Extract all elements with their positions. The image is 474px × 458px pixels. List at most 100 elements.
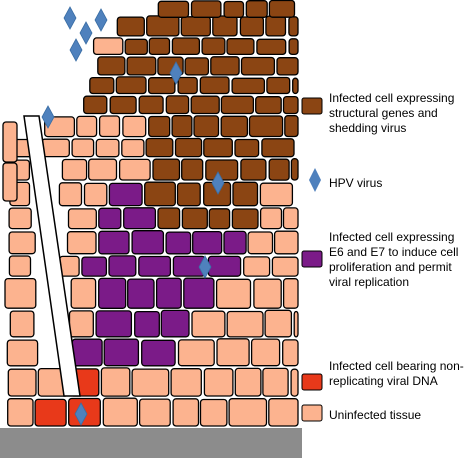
structural-cell: [148, 37, 171, 56]
uninfected-cell: [191, 310, 226, 338]
structural-cell: [97, 56, 126, 76]
structural-cell: [174, 137, 203, 158]
structural-cell: [116, 16, 145, 37]
uninfected-cell: [61, 158, 88, 181]
uninfected-cell: [118, 158, 151, 181]
structural-cell: [83, 95, 108, 115]
uninfected-cell: [203, 368, 234, 397]
e6e7-cell: [81, 256, 108, 277]
hpv-virus-particle: [74, 402, 88, 426]
structural-cell: [220, 95, 255, 115]
structural-cell: [239, 16, 265, 37]
uninfected-cell: [122, 115, 147, 138]
structural-cell: [248, 115, 284, 138]
structural-cell: [181, 207, 208, 230]
uninfected-cell: [7, 398, 34, 427]
structural-cell: [124, 38, 148, 56]
structural-cell: [193, 115, 220, 138]
uninfected-cell: [6, 339, 39, 367]
uninfected-cell: [92, 37, 124, 56]
structural-cell: [210, 56, 240, 76]
nonreplicating-cell: [34, 398, 67, 427]
structural-cell: [157, 0, 190, 18]
uninfected-cell: [8, 255, 32, 277]
e6e7-cell: [127, 278, 155, 309]
uninfected-cell: [215, 278, 252, 309]
e6e7-cell: [192, 230, 223, 255]
uninfected-cell: [234, 367, 262, 397]
structural-cell: [231, 77, 266, 95]
e6e7-cell: [160, 309, 190, 338]
structural-cell: [288, 38, 299, 56]
uninfected-cell: [9, 310, 35, 338]
legend-swatch-uninfected: [301, 404, 323, 422]
hpv-virus-particle: [63, 6, 77, 30]
structural-cell: [276, 57, 299, 76]
structural-cell: [240, 158, 267, 181]
uninfected-cell: [226, 310, 264, 338]
uninfected-cell: [95, 138, 120, 158]
structural-cell: [145, 137, 174, 158]
structural-cell: [152, 158, 181, 181]
e6e7-cell: [71, 338, 103, 367]
structural-cell: [255, 96, 282, 115]
structural-cell: [180, 16, 211, 37]
uninfected-cell: [83, 182, 108, 207]
hpv-virus-particle: [94, 8, 108, 32]
uninfected-cell: [70, 277, 97, 309]
structural-cell: [176, 182, 201, 207]
legend-label-e6e7: Infected cell expressing E6 and E7 to in…: [329, 230, 459, 289]
structural-cell: [126, 56, 157, 76]
e6e7-cell: [134, 310, 160, 338]
structural-cell: [240, 56, 276, 76]
uninfected-cell: [76, 115, 98, 138]
e6e7-cell: [98, 230, 130, 255]
uninfected-cell: [4, 277, 37, 309]
legend-swatch-structural: [301, 97, 323, 115]
legend-label-hpv-virus: HPV virus: [329, 176, 383, 190]
hpv-virus-particle: [41, 105, 55, 129]
uninfected-cell: [8, 231, 36, 255]
uninfected-cell: [98, 115, 121, 138]
structural-cell: [226, 38, 255, 56]
hpv-virus-particle: [69, 38, 83, 62]
uninfected-cell: [259, 207, 283, 230]
structural-cell: [268, 158, 290, 181]
uninfected-cell: [2, 121, 18, 163]
uninfected-tissue: [2, 37, 299, 427]
e6e7-cell: [207, 255, 242, 277]
uninfected-cell: [199, 398, 228, 427]
structural-cell: [282, 95, 299, 115]
structural-cell: [245, 0, 268, 18]
e6e7-cell: [95, 310, 133, 338]
uninfected-cell: [264, 309, 293, 338]
legend-label-structural: Infected cell expressing structural gene…: [329, 91, 455, 135]
wound-gap: [23, 115, 81, 397]
e6e7-cell: [183, 277, 215, 309]
hpv-virus-particle: [79, 21, 93, 45]
structural-cell: [138, 95, 164, 115]
structural-cell: [284, 115, 299, 138]
uninfected-cell: [216, 338, 250, 367]
uninfected-cell: [100, 367, 131, 397]
uninfected-cell: [243, 256, 271, 277]
structural-cell: [157, 207, 181, 230]
uninfected-cell: [282, 207, 299, 230]
structural-cell: [266, 76, 291, 95]
structural-cell: [234, 138, 260, 158]
hpv-virus-icon: [309, 168, 321, 192]
uninfected-cell: [250, 338, 281, 367]
hpv-virus-particle: [169, 61, 183, 85]
uninfected-cell: [290, 368, 299, 397]
uninfected-cell: [88, 158, 118, 181]
e6e7-cell: [131, 230, 165, 255]
structural-cell: [181, 158, 204, 181]
structural-cell: [232, 181, 259, 207]
uninfected-cell: [247, 231, 274, 255]
uninfected-cell: [68, 310, 94, 338]
structural-cell: [268, 0, 296, 18]
structural-cell: [201, 37, 226, 56]
uninfected-cell: [121, 138, 145, 158]
uninfected-cell: [8, 207, 32, 230]
